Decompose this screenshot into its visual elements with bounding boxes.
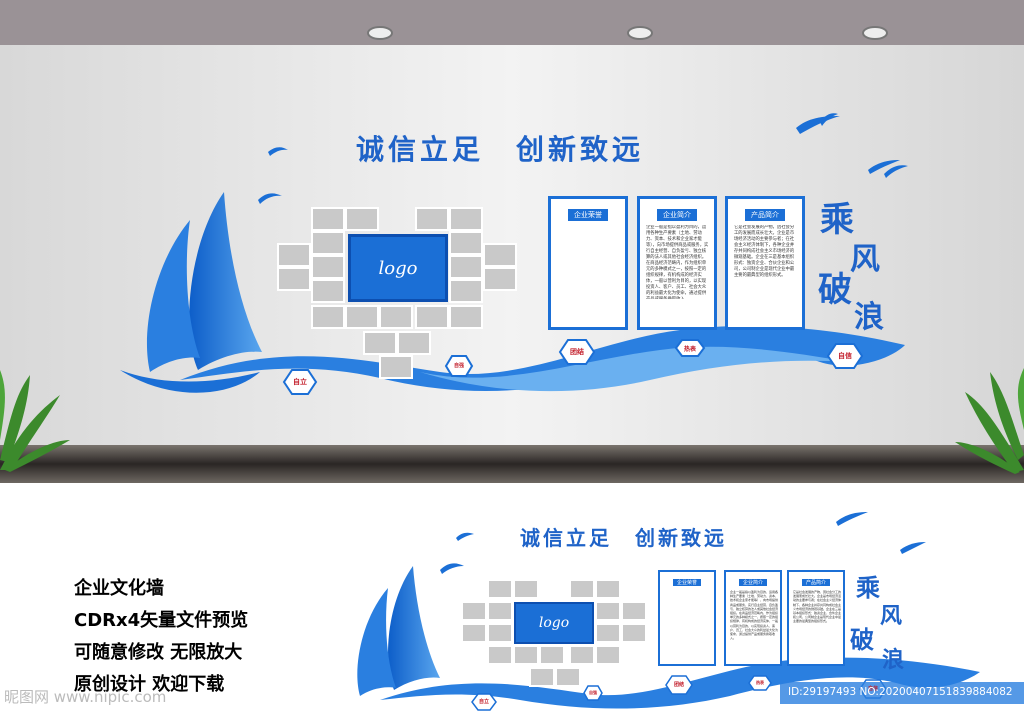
sail-icon-upper bbox=[120, 192, 262, 393]
wave-upper bbox=[180, 325, 905, 392]
vertical-char-lower-3: 破 bbox=[850, 625, 874, 654]
badge-upper-2: 自强 bbox=[453, 363, 464, 369]
panel-honors-lower: 企业荣誉 bbox=[658, 570, 716, 666]
badge-hexagons bbox=[282, 339, 864, 395]
vertical-char-1: 乘 bbox=[820, 200, 854, 240]
panel-honors-upper: 企业荣誉 bbox=[548, 196, 628, 330]
panel-title: 产品简介 bbox=[801, 579, 831, 586]
badge-upper-3: 团结 bbox=[570, 348, 584, 356]
panel-body: 它是社会发展的产物，因社会分工的发展而成长壮大。企业是市场经济活动的主要参与者；… bbox=[734, 225, 795, 278]
badge-lower-1: 自立 bbox=[478, 699, 489, 705]
bird-icons-lower bbox=[440, 512, 926, 574]
badge-upper-1: 自立 bbox=[293, 378, 307, 386]
plant-left bbox=[0, 370, 70, 472]
panel-title: 企业简介 bbox=[657, 209, 697, 221]
caption-line-3: 可随意修改 无限放大 bbox=[74, 642, 243, 663]
vertical-char-lower-2: 风 bbox=[880, 603, 903, 629]
panel-title: 企业荣誉 bbox=[672, 579, 702, 586]
logo-box-lower: logo bbox=[514, 602, 594, 644]
panel-title: 企业荣誉 bbox=[568, 209, 608, 221]
badge-lower-5: 自信 bbox=[867, 686, 878, 692]
vertical-char-lower-1: 乘 bbox=[856, 573, 880, 602]
badge-lower-2: 自强 bbox=[589, 690, 597, 695]
caption-line-1: 企业文化墙 bbox=[74, 578, 164, 599]
logo-box-upper: logo bbox=[348, 234, 448, 302]
panel-title: 产品简介 bbox=[745, 209, 785, 221]
watermark-id: ID:29197493 NO:20200407151839884082 bbox=[788, 686, 1013, 698]
panel-body: 企业一般是指以盈利为目的，运用各种生产要素（土地、劳动力、资本、技术和企业家才能… bbox=[646, 225, 709, 299]
vertical-char-lower-4: 浪 bbox=[882, 647, 905, 673]
panel-title: 企业简介 bbox=[738, 579, 768, 586]
panel-body: 企业一般是指以盈利为目的，运用各种生产要素（土地、劳动力、资本、技术和企业家才能… bbox=[730, 590, 778, 641]
bird-icons-upper bbox=[258, 113, 908, 204]
floor bbox=[0, 445, 1024, 483]
watermark-site: 昵图网 www.nipic.com bbox=[4, 688, 167, 706]
badge-upper-5: 自信 bbox=[838, 352, 852, 360]
badge-lower-3: 团结 bbox=[673, 682, 684, 688]
vertical-char-4: 浪 bbox=[854, 300, 884, 335]
vertical-char-3: 破 bbox=[818, 270, 852, 310]
photo-grid-lower bbox=[461, 579, 647, 687]
plant-right bbox=[955, 368, 1024, 474]
badge-upper-4: 热表 bbox=[683, 346, 696, 353]
badge-lower-4: 热表 bbox=[756, 680, 764, 685]
slogan-upper: 诚信立足 创新致远 bbox=[356, 133, 645, 166]
slogan-lower: 诚信立足 创新致远 bbox=[520, 526, 727, 550]
panel-intro-lower: 企业简介 企业一般是指以盈利为目的，运用各种生产要素（土地、劳动力、资本、技术和… bbox=[724, 570, 782, 666]
caption-line-4: 原创设计 欢迎下载 bbox=[74, 674, 225, 695]
panel-product-upper: 产品简介 它是社会发展的产物，因社会分工的发展而成长壮大。企业是市场经济活动的主… bbox=[725, 196, 805, 330]
sail-icon-lower bbox=[357, 566, 440, 696]
panel-intro-upper: 企业简介 企业一般是指以盈利为目的，运用各种生产要素（土地、劳动力、资本、技术和… bbox=[637, 196, 717, 330]
watermark-strip bbox=[780, 682, 1024, 704]
panel-body: 它是社会发展的产物，因社会分工的发展而成长壮大。企业是市场经济活动的主要参与者；… bbox=[793, 590, 841, 624]
panel-product-lower: 产品简介 它是社会发展的产物，因社会分工的发展而成长壮大。企业是市场经济活动的主… bbox=[787, 570, 845, 666]
wave-lower bbox=[380, 657, 980, 709]
photo-grid-upper bbox=[277, 207, 517, 379]
ceiling-lights bbox=[367, 26, 888, 40]
ceiling bbox=[0, 0, 1024, 45]
vertical-char-2: 风 bbox=[850, 242, 880, 277]
caption-line-2: CDRx4矢量文件预览 bbox=[74, 610, 249, 631]
